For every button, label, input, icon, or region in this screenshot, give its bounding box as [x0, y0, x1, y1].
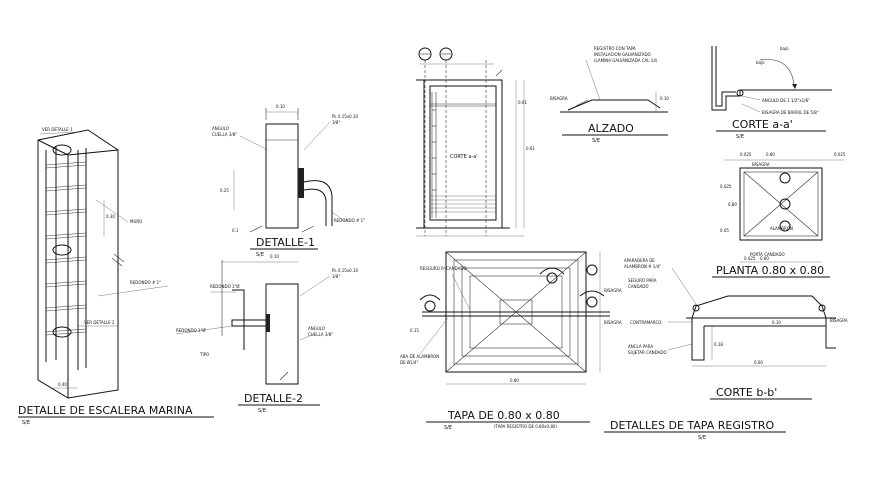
contramarco-note: CONTRAMARCO	[630, 320, 661, 325]
resguro-note: RESGURO P/ CANDADO	[420, 266, 467, 271]
esc-width-dim: 0.40	[58, 382, 67, 387]
aparejo-note-b: ALAMBRON # 1/4"	[624, 264, 661, 269]
pl-side3-dim: 0.05	[720, 228, 729, 233]
bisagra-aa-note: BISAGRA DE BARRIL DE 5/8"	[762, 110, 819, 115]
detalle-2-title: DETALLE-2	[244, 392, 303, 405]
detalle-1-title: DETALLE-1	[256, 236, 315, 249]
registro-note-c: (LAMINA GALVANIZADA CAL 14)	[594, 58, 658, 63]
esc-height-dim: 0.30	[106, 214, 115, 219]
ver-detalle-2-note: VER DETALLE 2	[84, 320, 115, 325]
pl-d2-note-b: 3/8"	[332, 274, 340, 279]
alzado: REGISTRO CON TAPA INSTALACION GALVANIZAD…	[550, 46, 669, 144]
pl-bot1-dim: 0.025	[744, 256, 756, 261]
pl-width-dim: 0.80	[766, 152, 775, 157]
pl-side2-dim: 0.80	[728, 202, 737, 207]
detalles-tapa-registro: DETALLES DE TAPA REGISTRO S/E	[604, 419, 786, 441]
ancla-note: ANCLA PARA	[628, 344, 653, 349]
d1-side-dim: 0.25	[220, 188, 229, 193]
registro-note: REGISTRO CON TAPA	[594, 46, 636, 51]
redondo-d2b-note: REDONDO 1"Ø	[176, 328, 206, 333]
d1-b-dim: 0.1	[232, 228, 239, 233]
bb-h-dim: 0.10	[772, 320, 781, 325]
corte-aa-scale: S/E	[736, 134, 744, 140]
corte-bb-title: CORTE b-b'	[716, 386, 777, 399]
d2-top-dim: 0.10	[270, 254, 279, 259]
tank-width-dim: 0.61	[526, 146, 535, 151]
tapa-title: TAPA DE 0.80 x 0.80	[447, 409, 560, 422]
escalera-marina-detail: VER DETALLE 1 MURO REDONDO # 1" VER DETA…	[18, 127, 214, 426]
planta-title: PLANTA 0.80 x 0.80	[716, 264, 824, 277]
muro-note: MURO	[130, 219, 142, 224]
bisagra-bb-note: BISAGRA	[830, 318, 848, 323]
bisagra-t2-note: BISAGRA	[604, 320, 622, 325]
corte-aa-bajo-b: bajo	[756, 60, 765, 65]
pl-d1-note: PL 0.15x0.10	[332, 114, 359, 119]
corte-aa-title: CORTE a-a'	[732, 118, 793, 131]
seguro-note: SEGURO PARA	[628, 278, 657, 283]
corte-bb: APARADERA DE ALAMBRON # 1/4" SEGURO PARA…	[624, 258, 848, 400]
pl-bot2-dim: 0.80	[760, 256, 769, 261]
detalle-2-scale: S/E	[258, 408, 266, 414]
angulo-d2-note-b: CUELLA 3/8"	[308, 332, 333, 337]
pl-side1-dim: 0.025	[720, 184, 732, 189]
tipo-note: TIPO	[199, 352, 209, 357]
tank-corte-label: CORTE a-a'	[450, 154, 478, 160]
pl-d1-note-b: 3/8"	[332, 120, 340, 125]
tapa-width-dim: 0.80	[510, 378, 519, 383]
tank-height-dim: 0.61	[518, 100, 527, 105]
escalera-scale: S/E	[22, 420, 30, 426]
d1-top-dim: 0.10	[276, 104, 285, 109]
planta-detail: 0.025 0.80 0.025 0.025 0.80 0.05 BISAGRA…	[712, 152, 846, 278]
porta-candado-note: PORTA CANDADO	[750, 252, 785, 257]
aba-note: ABA DE ALAMBRON	[400, 354, 439, 359]
detalle-2: 0.10 REDONDO 1"Ø REDONDO 1"Ø TIPO PL 0.1…	[175, 254, 359, 414]
tapa-detail: RESGURO P/ CANDADO ABA DE ALAMBRON DE Ø1…	[400, 251, 622, 431]
tapa-height-dim: 0.15	[410, 328, 419, 333]
alzado-scale: S/E	[592, 138, 600, 144]
angulo-d1-note-b: CUELLA 3/8"	[212, 132, 237, 137]
pl-top-dim-b: 0.025	[834, 152, 846, 157]
corte-aa: bajo bajo ANGULO DE 1 1/2"x1/8" BISAGRA …	[711, 46, 832, 140]
seguro-note-b: CANDADO	[628, 284, 649, 289]
bb-w-dim: 0.60	[754, 360, 763, 365]
bb-h2-dim: 0.18	[714, 342, 723, 347]
registro-height-dim: 0.10	[660, 96, 669, 101]
detalles-tapa-title: DETALLES DE TAPA REGISTRO	[610, 419, 774, 432]
alzado-title: ALZADO	[588, 122, 634, 135]
tank-section: CORTE a-a' 0.61 0.61	[416, 47, 535, 237]
angulo-aa-note: ANGULO DE 1 1/2"x1/8"	[762, 98, 810, 103]
detalles-tapa-scale: S/E	[698, 435, 706, 441]
bisagra-alzado-note: BISAGRA	[550, 96, 568, 101]
detalle-1-scale: S/E	[256, 252, 264, 258]
pl-top-dim: 0.025	[740, 152, 752, 157]
escalera-title: DETALLE DE ESCALERA MARINA	[18, 404, 193, 417]
aba-note-b: DE Ø1/4"	[400, 360, 418, 365]
redondo-d2a-note: REDONDO 1"Ø	[210, 284, 240, 289]
ver-detalle-1-note: VER DETALLE 1	[42, 127, 73, 132]
registro-note-b: INSTALACION GALVANIZADO	[594, 52, 651, 57]
redondo-1-note: REDONDO # 1"	[130, 280, 161, 285]
tapa-reg-note: (TAPA REGISTRO DE 0.80x0.80)	[494, 424, 557, 429]
angulo-d2-note: ANGULO	[308, 326, 325, 331]
alambre-pl-note: ALAMBRON	[770, 226, 793, 231]
detalle-1: 0.10 0.25 0.1 ANGULO CUELLA 3/8" PL 0.15…	[212, 104, 365, 258]
tapa-scale: S/E	[444, 425, 452, 431]
ancla-note-b: SUJETAR CANDADO	[628, 350, 667, 355]
angulo-d1-note: ANGULO	[212, 126, 229, 131]
redondo-d1-note: REDONDO # 1"	[334, 218, 365, 223]
corte-aa-bajo-a: bajo	[780, 46, 789, 51]
pl-d2-note: PL 0.15x0.10	[332, 268, 359, 273]
bisagra-pl-note: BISAGRA	[752, 162, 770, 167]
bisagra-t1-note: BISAGRA	[604, 288, 622, 293]
aparejo-note: APARADERA DE	[624, 258, 655, 263]
